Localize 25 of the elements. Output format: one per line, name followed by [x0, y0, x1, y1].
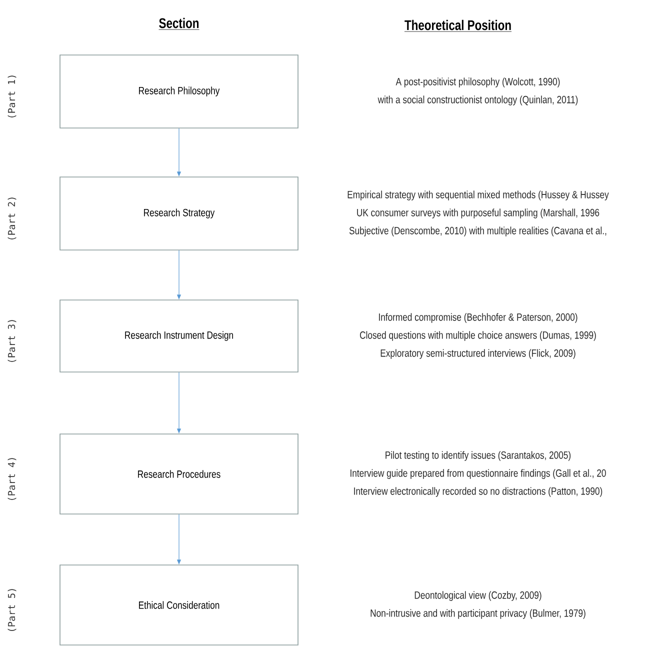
reference-text: Interview guide prepared from questionnaire findings (Gall et al., 20 [350, 469, 606, 479]
reference-text: Closed questions with multiple choice answers (Dumas, 1999) [360, 331, 596, 341]
reference-text: Interview electronically recorded so no distractions (Patton, 1990) [354, 487, 602, 497]
reference-text: UK consumer surveys with purposeful sampling (Marshall, 1996 [357, 208, 600, 218]
reference-text: Informed compromise (Bechhofer & Paterson, 2000) [379, 313, 578, 323]
part-label: (Part 3) [8, 320, 16, 362]
part-label: (Part 5) [8, 589, 16, 631]
reference-text: Empirical strategy with sequential mixed methods (Hussey & Hussey [348, 190, 609, 200]
reference-text: Subjective (Denscombe, 2010) with multiple realities (Cavana et al., [349, 226, 606, 236]
process-box: Research Philosophy [60, 54, 298, 128]
part-label: (Part 2) [8, 198, 16, 240]
process-box: Research Strategy [60, 176, 298, 250]
reference-text: with a social constructionist ontology (Quinlan, 2011) [378, 96, 578, 106]
part-label: (Part 4) [8, 458, 16, 500]
reference-text: Deontological view (Cozby, 2009) [414, 591, 542, 601]
column-heading: Section [158, 18, 200, 30]
part-label: (Part 1) [8, 76, 16, 118]
process-box: Ethical Consideration [60, 564, 298, 646]
column-heading: Theoretical Position [404, 20, 512, 32]
reference-text: Non-intrusive and with participant privacy (Bulmer, 1979) [370, 609, 586, 619]
reference-text: Exploratory semi-structured interviews (Flick, 2009) [380, 349, 576, 359]
process-box: Research Instrument Design [60, 300, 298, 372]
process-box: Research Procedures [60, 434, 298, 514]
reference-text: Pilot testing to identify issues (Sarantakos, 2005) [386, 451, 571, 461]
reference-text: A post-positivist philosophy (Wolcott, 1990) [396, 78, 560, 88]
